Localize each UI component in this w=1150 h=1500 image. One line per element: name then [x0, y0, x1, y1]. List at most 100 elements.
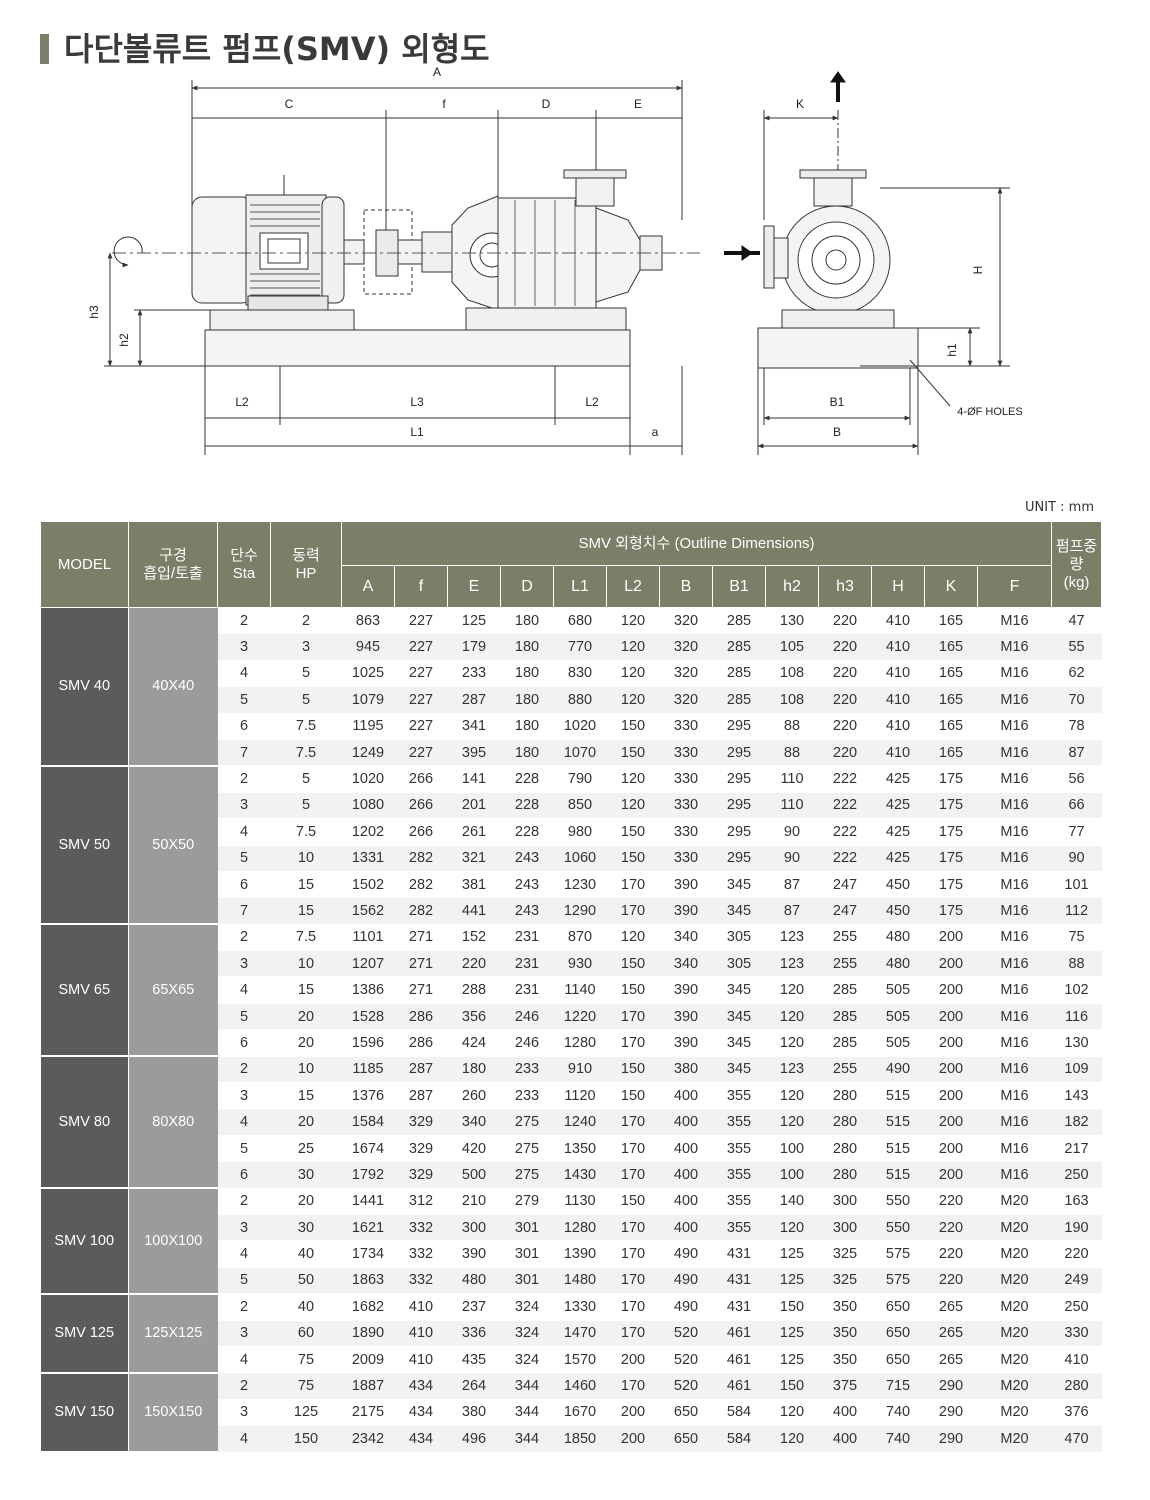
table-cell: 140	[765, 1188, 819, 1215]
header-dim-d: D	[500, 565, 554, 608]
table-cell: 265	[924, 1293, 978, 1321]
dim-label-L1: L1	[410, 425, 424, 439]
table-cell: 282	[394, 871, 448, 899]
table-cell: 1220	[553, 1003, 607, 1031]
table-cell: 150	[765, 1372, 819, 1400]
table-cell: 515	[871, 1135, 925, 1163]
table-cell: 220	[924, 1267, 978, 1295]
table-cell: 120	[765, 1003, 819, 1031]
table-cell: 3	[217, 792, 271, 820]
table-cell: 233	[500, 1082, 554, 1110]
table-cell: 265	[924, 1320, 978, 1347]
table-cell: 200	[924, 1029, 978, 1057]
table-cell: 120	[606, 633, 660, 661]
table-cell: 300	[818, 1188, 872, 1215]
header-power-line1: 동력	[292, 546, 320, 564]
table-cell: 390	[659, 1003, 713, 1031]
table-cell: 5	[270, 792, 342, 820]
table-cell: 170	[606, 1029, 660, 1057]
table-cell: 150	[606, 976, 660, 1004]
table-cell: 1350	[553, 1135, 607, 1163]
dim-label-C: C	[285, 97, 294, 111]
table-cell: 1290	[553, 897, 607, 925]
table-cell: 220	[924, 1240, 978, 1268]
table-cell: 4	[217, 818, 271, 846]
table-cell: 47	[1051, 607, 1102, 635]
table-cell: 1280	[553, 1029, 607, 1057]
table-cell: 247	[818, 871, 872, 899]
table-cell: 271	[394, 950, 448, 978]
header-weight-line1: 펌프중량	[1055, 537, 1098, 573]
table-cell: 170	[606, 1267, 660, 1295]
table-cell: 345	[712, 871, 766, 899]
table-cell: 170	[606, 1240, 660, 1268]
table-cell: 228	[500, 792, 554, 820]
header-dim-l2: L2	[606, 565, 660, 608]
table-cell: 390	[659, 976, 713, 1004]
table-cell: 220	[447, 950, 501, 978]
table-cell: 285	[712, 633, 766, 661]
table-cell: 410	[1051, 1346, 1102, 1374]
table-cell: 150	[606, 1056, 660, 1084]
table-cell: 410	[394, 1320, 448, 1347]
table-cell: 120	[765, 1082, 819, 1110]
table-cell: 320	[659, 607, 713, 635]
table-cell: 280	[818, 1108, 872, 1136]
table-cell: 200	[924, 1082, 978, 1110]
table-cell: 120	[606, 686, 660, 714]
table-cell: 175	[924, 871, 978, 899]
table-cell: 123	[765, 950, 819, 978]
table-cell: 165	[924, 607, 978, 635]
header-dim-h: H	[871, 565, 925, 608]
table-cell: 400	[818, 1399, 872, 1427]
table-cell: 330	[1051, 1320, 1102, 1347]
table-cell: 4	[217, 1346, 271, 1374]
table-cell: 6	[217, 1161, 271, 1189]
table-cell: 150	[765, 1293, 819, 1321]
table-cell: 170	[606, 1003, 660, 1031]
table-cell: 295	[712, 739, 766, 767]
table-cell: 515	[871, 1108, 925, 1136]
table-cell: 910	[553, 1056, 607, 1084]
table-cell: 490	[659, 1267, 713, 1295]
table-cell: 330	[659, 739, 713, 767]
table-cell: 390	[659, 1029, 713, 1057]
table-cell: 88	[765, 713, 819, 740]
table-cell: 295	[712, 765, 766, 793]
header-stage-line2: Sta	[232, 564, 256, 582]
title-accent-bar	[40, 34, 49, 64]
table-cell: 305	[712, 924, 766, 952]
unit-label: UNIT : mm	[1025, 500, 1094, 515]
table-cell: 7.5	[270, 739, 342, 767]
table-cell: 356	[447, 1003, 501, 1031]
table-cell: 246	[500, 1029, 554, 1057]
table-cell: 40	[270, 1293, 342, 1321]
table-cell: M20	[977, 1346, 1052, 1374]
table-cell: 300	[447, 1214, 501, 1242]
page-title: 다단볼류트 펌프(SMV) 외형도	[64, 30, 490, 68]
table-cell: 490	[871, 1056, 925, 1084]
model-cell: SMV 125	[40, 1293, 129, 1374]
table-cell: 425	[871, 845, 925, 872]
table-cell: 461	[712, 1320, 766, 1347]
table-cell: 1890	[341, 1320, 395, 1347]
table-cell: 324	[500, 1320, 554, 1347]
table-cell: 109	[1051, 1056, 1102, 1084]
table-cell: 400	[818, 1425, 872, 1453]
table-cell: 130	[765, 607, 819, 635]
holes-label: 4-ØF HOLES	[957, 406, 1022, 418]
model-cell: SMV 80	[40, 1056, 129, 1190]
table-cell: 220	[924, 1214, 978, 1242]
bore-cell: 80X80	[128, 1056, 218, 1190]
table-cell: 260	[447, 1082, 501, 1110]
table-cell: 180	[500, 660, 554, 688]
table-cell: M16	[977, 924, 1052, 952]
model-cell: SMV 50	[40, 765, 129, 926]
table-cell: 321	[447, 845, 501, 872]
table-cell: 217	[1051, 1135, 1102, 1163]
